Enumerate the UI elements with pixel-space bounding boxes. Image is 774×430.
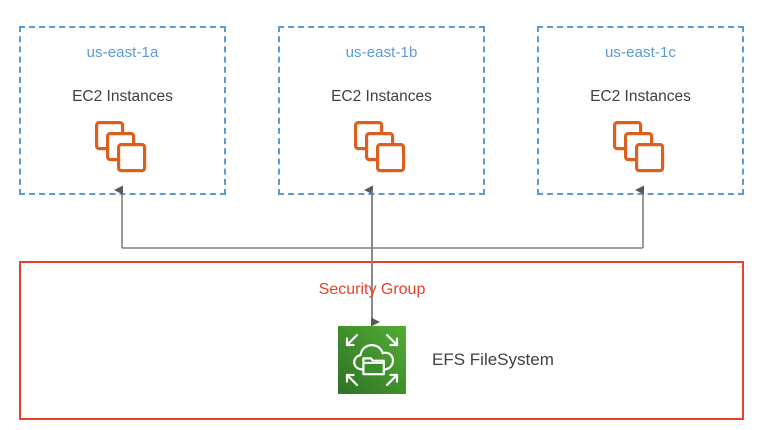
availability-zone-us-east-1b[interactable]: us-east-1b EC2 Instances [278, 26, 485, 195]
az-label-us-east-1b: us-east-1b [345, 44, 418, 61]
ec2-instances-icon [353, 120, 409, 176]
ec2-instances-icon [612, 120, 668, 176]
ec2-instances-label-1b: EC2 Instances [331, 88, 432, 105]
ec2-instances-label-1a: EC2 Instances [72, 88, 173, 105]
security-group-label: Security Group [318, 281, 426, 298]
efs-filesystem-label: EFS FileSystem [432, 350, 554, 369]
az-label-us-east-1a: us-east-1a [86, 44, 159, 61]
ec2-instances-label-1c: EC2 Instances [590, 88, 691, 105]
availability-zone-us-east-1a[interactable]: us-east-1a EC2 Instances [19, 26, 226, 195]
security-group-boundary[interactable] [19, 261, 744, 420]
efs-filesystem-icon[interactable] [338, 326, 406, 394]
az-label-us-east-1c: us-east-1c [604, 44, 677, 61]
ec2-instances-icon [94, 120, 150, 176]
availability-zone-us-east-1c[interactable]: us-east-1c EC2 Instances [537, 26, 744, 195]
